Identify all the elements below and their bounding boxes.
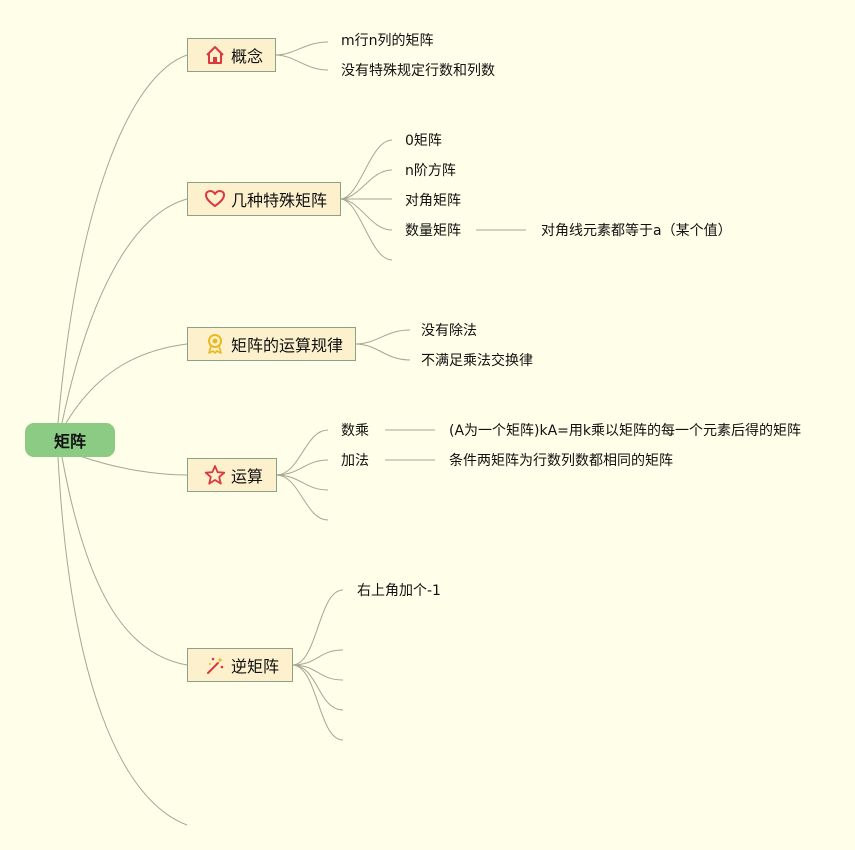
branch-concept[interactable]: 概念 bbox=[187, 38, 276, 72]
root-node[interactable]: 矩阵 bbox=[25, 423, 115, 457]
heart-icon bbox=[204, 188, 226, 210]
special-item-1: 0矩阵 bbox=[405, 133, 442, 149]
medal-icon bbox=[204, 333, 226, 355]
branch-concept-label: 概念 bbox=[231, 47, 264, 66]
concept-item-1: m行n列的矩阵 bbox=[341, 33, 434, 49]
root-label: 矩阵 bbox=[53, 432, 86, 451]
ops-item-2: 加法 bbox=[341, 453, 369, 469]
special-item-3: 对角矩阵 bbox=[405, 193, 461, 209]
branch-rules-label: 矩阵的运算规律 bbox=[231, 336, 344, 355]
special-item-2: n阶方阵 bbox=[405, 163, 456, 179]
ops-item-1-detail: (A为一个矩阵)kA=用k乘以矩阵的每一个元素后得的矩阵 bbox=[449, 423, 802, 439]
star-icon bbox=[204, 464, 226, 486]
inverse-item-1: 右上角加个-1 bbox=[357, 583, 441, 599]
rules-item-2: 不满足乘法交换律 bbox=[421, 353, 533, 369]
ops-item-1: 数乘 bbox=[341, 423, 369, 439]
rules-item-1: 没有除法 bbox=[421, 323, 477, 339]
branch-operations-label: 运算 bbox=[231, 467, 264, 486]
magic-wand-icon bbox=[204, 654, 226, 676]
branch-operation-rules[interactable]: 矩阵的运算规律 bbox=[187, 327, 356, 361]
branch-special-matrices[interactable]: 几种特殊矩阵 bbox=[187, 182, 341, 216]
branch-special-label: 几种特殊矩阵 bbox=[231, 191, 328, 210]
ops-item-2-detail: 条件两矩阵为行数列数都相同的矩阵 bbox=[449, 453, 673, 469]
branch-operations[interactable]: 运算 bbox=[187, 458, 277, 492]
branch-inverse-label: 逆矩阵 bbox=[231, 657, 280, 676]
concept-item-2: 没有特殊规定行数和列数 bbox=[341, 63, 495, 79]
house-icon bbox=[204, 44, 226, 66]
branch-inverse-matrix[interactable]: 逆矩阵 bbox=[187, 648, 293, 682]
special-item-4-detail: 对角线元素都等于a（某个值） bbox=[541, 223, 732, 239]
special-item-4: 数量矩阵 bbox=[405, 223, 461, 239]
